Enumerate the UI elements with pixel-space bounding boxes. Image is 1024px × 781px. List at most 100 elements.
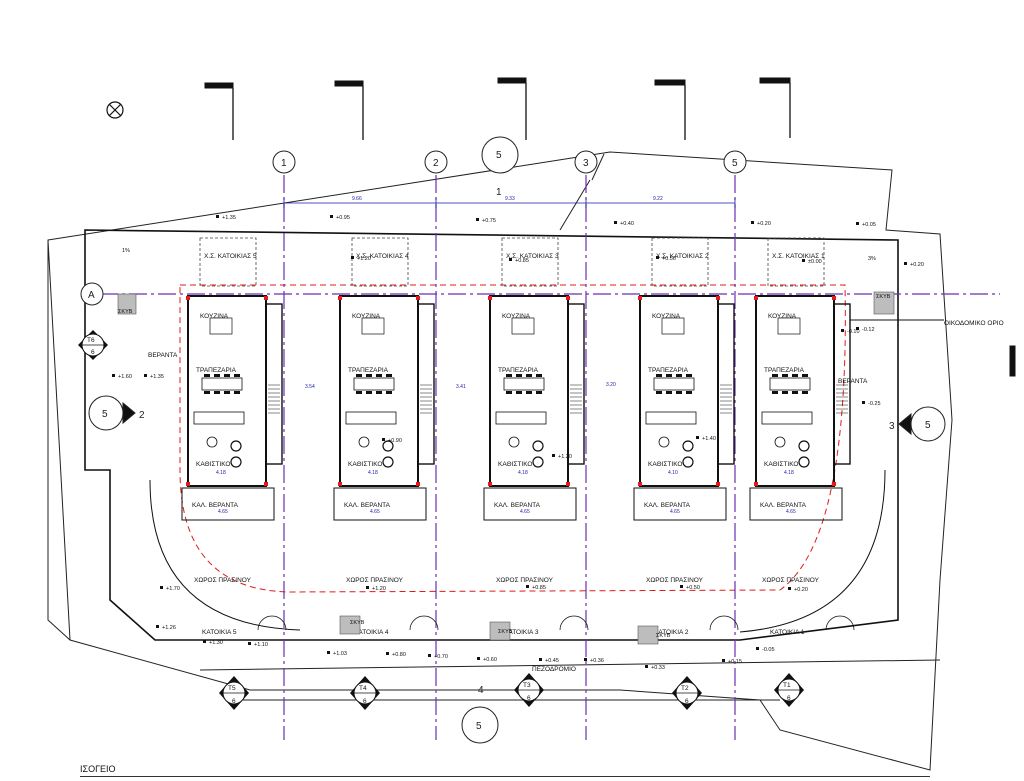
level-marker-icon xyxy=(696,436,699,439)
level-value: +1.26 xyxy=(162,625,176,631)
level-value: +0.95 xyxy=(336,215,350,221)
house-3-column xyxy=(566,482,570,486)
detail-callouts xyxy=(88,136,946,744)
level-value: +1.30 xyxy=(209,640,223,646)
house-5-column xyxy=(264,482,268,486)
house-4-gate xyxy=(409,615,439,631)
house-3-chair xyxy=(536,391,542,394)
side-veranda-right: ΒΕΡΑΝΤΑ xyxy=(838,378,868,385)
house-1-column xyxy=(832,482,836,486)
bottom-grid-label: 4 xyxy=(478,685,484,696)
house-1-chair xyxy=(792,374,798,377)
house-4-column xyxy=(416,482,420,486)
house-4-parking xyxy=(351,237,409,287)
level-marker-icon xyxy=(248,642,251,645)
house-1-chair xyxy=(772,391,778,394)
house-1-armchair xyxy=(798,456,810,468)
section-t5-code: T5 xyxy=(228,685,236,692)
house-4-chair xyxy=(386,374,392,377)
level-marker-icon xyxy=(656,256,659,259)
house-2-dining-label: ΤΡΑΠΕΖΑΡΙΑ xyxy=(648,367,689,374)
level-value: +0.40 xyxy=(620,221,634,227)
house-3-width-dim: 4.18 xyxy=(518,470,528,476)
house-5-chair xyxy=(234,374,240,377)
house-5-garden-label: ΧΩΡΟΣ ΠΡΑΣΙΝΟΥ xyxy=(194,577,252,584)
level-marker-icon xyxy=(722,659,725,662)
house-1-dining-label: ΤΡΑΠΕΖΑΡΙΑ xyxy=(764,367,805,374)
level-marker-icon xyxy=(680,585,683,588)
slope-left: 1% xyxy=(122,248,130,254)
level-marker-icon xyxy=(366,586,369,589)
house-1-veranda-label: ΚΑΛ. ΒΕΡΑΝΤΑ xyxy=(760,502,807,509)
level-value: -0.25 xyxy=(868,401,881,407)
house-3-sofa xyxy=(495,411,547,425)
section-t6-code: T6 xyxy=(87,337,95,344)
level-marker-icon xyxy=(841,329,844,332)
house-2-veranda xyxy=(633,487,727,521)
site-boundary xyxy=(47,151,953,771)
house-1-chair xyxy=(772,374,778,377)
house-5-chair xyxy=(204,391,210,394)
house-3-dining-label: ΤΡΑΠΕΖΑΡΙΑ xyxy=(498,367,539,374)
house-5-armchair xyxy=(230,456,242,468)
house-1-veranda xyxy=(749,487,843,521)
level-marker-icon xyxy=(351,256,354,259)
house-2-column xyxy=(716,296,720,300)
house-5-column xyxy=(186,296,190,300)
level-marker-icon xyxy=(584,658,587,661)
house-2-column xyxy=(638,296,642,300)
house-2-chair xyxy=(676,391,682,394)
house-1-coffee-table xyxy=(774,436,786,448)
house-5-dining-label: ΤΡΑΠΕΖΑΡΙΑ xyxy=(196,367,237,374)
level-marker-icon xyxy=(614,221,617,224)
house-2-chair xyxy=(686,374,692,377)
house-1-kitchen-label: ΚΟΥΖΙΝΑ xyxy=(768,313,797,320)
house-1-chair xyxy=(782,391,788,394)
house-3-veranda-dim: 4.65 xyxy=(520,509,530,515)
sheet-title: ΙΣΟΓΕΙΟ xyxy=(80,764,116,774)
section-t6-sheet: 6 xyxy=(91,349,95,356)
level-value: +0.45 xyxy=(545,658,559,664)
level-value: +0.90 xyxy=(388,438,402,444)
house-2-armchair xyxy=(682,456,694,468)
street-label: ΠΕΖΟΔΡΟΜΙΟ xyxy=(532,666,576,673)
grid-label-5: 5 xyxy=(732,158,738,169)
house-5-service-block xyxy=(265,303,283,465)
detail-num-top: 5 xyxy=(496,150,502,161)
section-cut-marks xyxy=(204,77,1016,377)
house-3-gate xyxy=(559,615,589,631)
house-1-veranda-dim: 4.65 xyxy=(786,509,796,515)
house-3-chair xyxy=(506,391,512,394)
house-3-column xyxy=(488,296,492,300)
level-marker-icon xyxy=(856,327,859,330)
grid-label-1: 1 xyxy=(281,158,287,169)
building-limit-line xyxy=(179,284,846,593)
house-2-column xyxy=(638,482,642,486)
house-2-veranda-label: ΚΑΛ. ΒΕΡΑΝΤΑ xyxy=(644,502,691,509)
house-5-chair xyxy=(204,374,210,377)
house-4-living-label: ΚΑΘΙΣΤΙΚΟ xyxy=(348,461,382,468)
house-5-chair xyxy=(214,374,220,377)
level-value: -0.05 xyxy=(762,647,775,653)
house-3-chair xyxy=(516,391,522,394)
house-1-column xyxy=(832,296,836,300)
level-value: +0.50 xyxy=(662,256,676,262)
house-2-kitchen-label: ΚΟΥΖΙΝΑ xyxy=(652,313,681,320)
house-5-dining-table xyxy=(201,377,243,391)
house-4-kitchen-table xyxy=(361,317,385,335)
section-t2-code: T2 xyxy=(681,685,689,692)
house-3-service-block xyxy=(567,303,585,465)
section-t3-sheet: 6 xyxy=(527,695,531,702)
house-1-column xyxy=(754,482,758,486)
house-5-coffee-table xyxy=(206,436,218,448)
side-veranda-left: ΒΕΡΑΝΤΑ xyxy=(148,352,178,359)
house-3-coffee-table xyxy=(508,436,520,448)
house-1-kitchen-table xyxy=(777,317,801,335)
house-2-parking-label: Χ.Σ. ΚΑΤΟΙΚΙΑΣ 2 xyxy=(656,253,709,260)
level-value: +1.35 xyxy=(150,374,164,380)
house-3-armchair xyxy=(532,440,544,452)
house-1-sofa xyxy=(761,411,813,425)
house-5-column xyxy=(264,296,268,300)
level-value: +0.05 xyxy=(862,222,876,228)
skyb-label-4: ΣΚΥΒ xyxy=(498,629,513,635)
